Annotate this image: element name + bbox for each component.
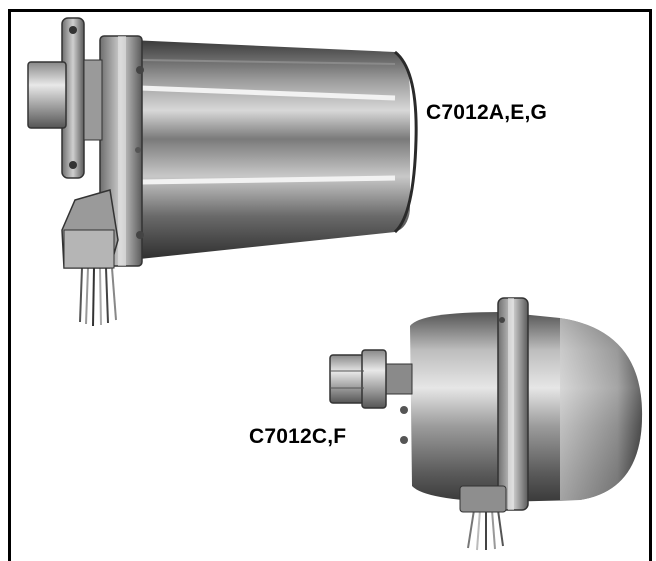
model-label-bottom: C7012C,F xyxy=(249,425,347,448)
top-unit-photo xyxy=(27,17,418,327)
bottom-unit-photo xyxy=(329,297,643,551)
model-label-top: C7012A,E,G xyxy=(426,101,548,124)
